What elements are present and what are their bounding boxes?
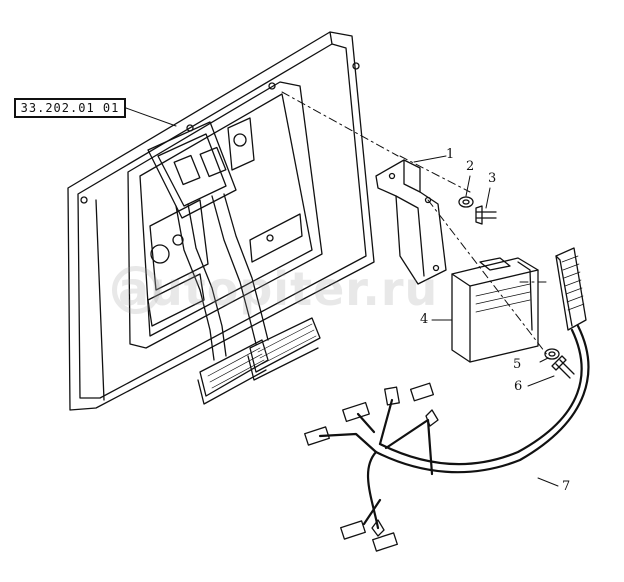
callout-7: 7 — [562, 479, 571, 494]
watermark-text: autopiter.ru — [118, 262, 439, 316]
bracket-part-1 — [375, 159, 447, 285]
bolt-part-6 — [551, 355, 575, 379]
control-unit-part-4 — [451, 257, 539, 363]
mounting-panel — [67, 31, 375, 411]
watermark-badge — [112, 266, 160, 314]
pedal-assembly — [147, 121, 321, 405]
harness-plugs — [304, 382, 439, 552]
washer-part-5 — [544, 348, 560, 360]
callout-1: 1 — [446, 147, 455, 162]
callout-4: 4 — [420, 312, 429, 327]
bolt-part-3 — [475, 205, 497, 225]
callout-2: 2 — [466, 159, 475, 174]
harness-connector — [555, 247, 587, 331]
assembly-lines — [281, 91, 549, 357]
callout-5: 5 — [513, 357, 522, 372]
pedal-pad-left — [199, 339, 269, 397]
callout-3: 3 — [488, 171, 497, 186]
wiring-harness-part-7 — [318, 324, 590, 530]
reference-label[interactable]: 33.202.01 01 — [14, 98, 126, 118]
callout-6: 6 — [514, 379, 523, 394]
washer-part-2 — [458, 196, 474, 208]
callout-leaders — [125, 107, 559, 487]
pedal-pad-right — [249, 317, 321, 373]
